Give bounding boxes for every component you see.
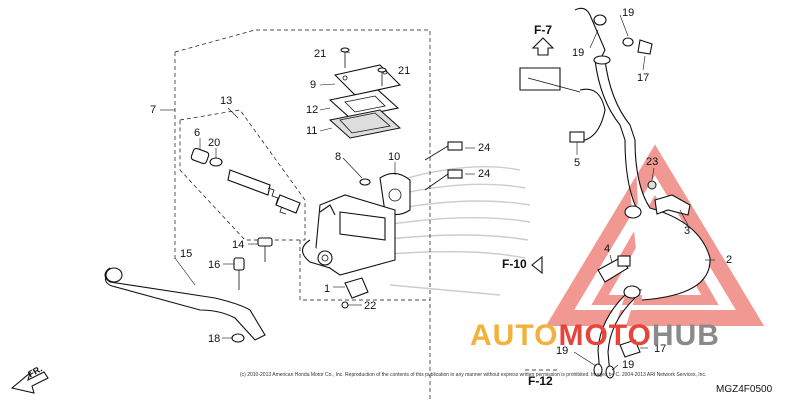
ref-arrow-f10: [531, 255, 543, 275]
hose-upper: [574, 7, 636, 141]
callout-12: 12: [306, 104, 318, 116]
bracket-5: [519, 67, 606, 143]
watermark-text-hub: HUB: [652, 319, 720, 352]
callout-19c: 19: [556, 345, 568, 357]
reservoir-cap-9: [333, 64, 402, 96]
bolt-24a: [424, 141, 463, 161]
watermark-logo: AUTOMOTOHUB: [470, 319, 720, 352]
callout-15: 15: [180, 248, 192, 260]
ref-arrow-f7: [531, 37, 555, 56]
callout-10: 10: [388, 151, 400, 163]
pin-8: [342, 157, 371, 186]
callout-17a: 17: [637, 72, 649, 84]
callout-24b: 24: [478, 168, 490, 180]
piston-assembly: [227, 169, 301, 215]
callout-11: 11: [306, 125, 317, 137]
callout-13: 13: [220, 95, 232, 107]
oil-bolt-17b: [619, 339, 641, 358]
washer-19d: [605, 365, 615, 379]
screw-22: [341, 301, 362, 309]
ref-label-f10: F-10: [502, 257, 527, 271]
callout-2: 2: [726, 254, 732, 266]
grommet-23: [647, 180, 657, 190]
screw-21b: [377, 67, 387, 86]
callout-22: 22: [364, 300, 376, 312]
oil-bolt-17a: [637, 39, 653, 55]
callout-24a: 24: [478, 142, 490, 154]
assembly-outline-7: [160, 29, 431, 400]
ref-label-f7: F-7: [534, 23, 552, 37]
callout-18: 18: [208, 333, 220, 345]
boot-6: [190, 147, 210, 165]
master-cylinder-body: [301, 194, 396, 276]
callout-4: 4: [604, 243, 610, 255]
callout-9: 9: [310, 79, 316, 91]
callout-19d: 19: [622, 359, 634, 371]
washer-19a: [593, 14, 607, 26]
callout-21b: 21: [398, 65, 410, 77]
copyright-text: (c) 2010-2013 American Honda Motor Co., …: [240, 372, 706, 378]
washer-19b: [622, 37, 634, 47]
callout-5: 5: [574, 157, 580, 169]
assembly-outline-13: [179, 107, 306, 241]
callout-1: 1: [324, 283, 330, 295]
callout-14: 14: [232, 239, 244, 251]
svg-text:AUTOMOTOHUB: AUTOMOTOHUB: [470, 319, 720, 352]
callout-16: 16: [208, 259, 220, 271]
callout-17b: 17: [654, 343, 666, 355]
callout-7: 7: [150, 104, 156, 116]
callout-8: 8: [335, 151, 341, 163]
callout-23: 23: [646, 156, 658, 168]
clip-4: [597, 255, 631, 283]
screw-21a: [340, 47, 350, 68]
pivot-bolt-14: [257, 237, 273, 262]
clamp-3: [654, 194, 691, 216]
callout-19b: 19: [572, 47, 584, 59]
diagram-code: MGZ4F0500: [716, 384, 773, 395]
washer-19c: [593, 363, 603, 377]
circlip-20: [209, 157, 223, 167]
ref-label-f12: F-12: [528, 374, 553, 388]
callout-6: 6: [194, 127, 200, 139]
front-arrow-icon: [10, 371, 49, 394]
leader-lines: [199, 14, 715, 371]
callout-19a: 19: [622, 7, 634, 19]
callout-21a: 21: [314, 48, 326, 60]
washer-18: [222, 333, 245, 343]
callout-3: 3: [684, 225, 690, 237]
stop-switch-1: [333, 277, 369, 299]
watermark-text-moto: MOTO: [558, 319, 651, 352]
diaphragm-11: [328, 109, 402, 139]
callout-20: 20: [208, 137, 220, 149]
watermark-text-auto: AUTO: [470, 319, 558, 352]
bolt-24b: [424, 169, 463, 191]
nut-16: [233, 257, 245, 290]
hose-2: [597, 139, 711, 376]
brake-lever-15: [104, 257, 266, 341]
